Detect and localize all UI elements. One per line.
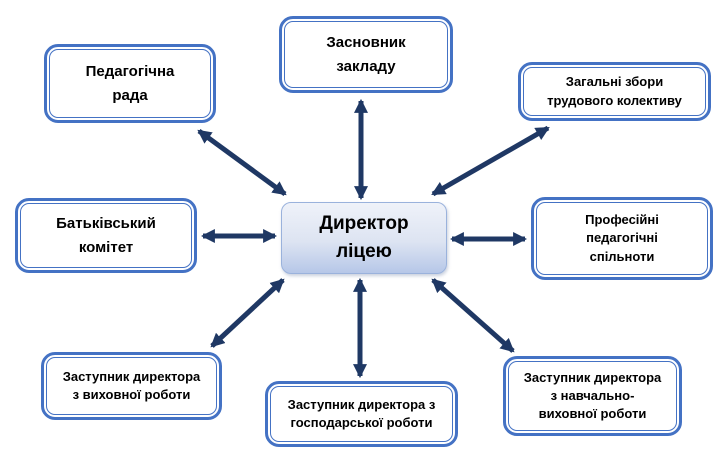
arrow-center-to-general-meeting bbox=[431, 125, 550, 197]
node-deputy-director-economic-work: Заступник директора з господарської робо… bbox=[265, 381, 458, 447]
node-label-line: з навчально- bbox=[550, 387, 635, 403]
node-label-line: Батьківський bbox=[56, 215, 156, 233]
node-label-line: Засновник bbox=[326, 34, 406, 52]
node-label-line: Заступник директора з bbox=[287, 396, 436, 412]
node-label-line: Загальні збори bbox=[565, 74, 664, 90]
node-pedagogical-council: Педагогічна рада bbox=[44, 44, 216, 123]
node-label-line: комітет bbox=[78, 238, 134, 256]
node-general-meeting-of-staff: Загальні збори трудового колективу bbox=[518, 62, 711, 121]
node-label-line: закладу bbox=[336, 57, 396, 75]
node-professional-pedagogical-communities: Професійні педагогічні спільноти bbox=[531, 197, 713, 280]
node-label-line: Професійні bbox=[585, 212, 659, 228]
arrow-center-to-deputy-teaching bbox=[431, 278, 515, 353]
node-director-center: Директор ліцею bbox=[281, 202, 447, 274]
node-founder-of-institution: Засновник закладу bbox=[279, 16, 453, 93]
node-label-line: педагогічні bbox=[586, 230, 658, 246]
node-label-line: Директор bbox=[319, 213, 409, 235]
arrow-center-to-pedagogical-council bbox=[197, 128, 287, 197]
node-label-line: ліцею bbox=[336, 241, 392, 262]
node-label-line: Педагогічна bbox=[85, 63, 175, 81]
arrow-center-to-deputy-educational bbox=[210, 278, 285, 348]
node-label-line: трудового колективу bbox=[547, 92, 682, 108]
node-label-line: Заступник директора bbox=[523, 369, 662, 385]
node-parents-committee: Батьківський комітет bbox=[15, 198, 197, 273]
node-label-line: виховної роботи bbox=[538, 406, 647, 422]
node-deputy-director-educational-work: Заступник директора з виховної роботи bbox=[41, 352, 222, 420]
node-deputy-director-teaching-educational: Заступник директора з навчально- виховно… bbox=[503, 356, 682, 436]
node-label-line: спільноти bbox=[589, 248, 655, 264]
node-label-line: господарської роботи bbox=[290, 415, 433, 430]
node-label-line: Заступник директора bbox=[62, 368, 201, 384]
node-label-line: з виховної роботи bbox=[72, 387, 191, 402]
node-label-line: рада bbox=[112, 86, 148, 104]
